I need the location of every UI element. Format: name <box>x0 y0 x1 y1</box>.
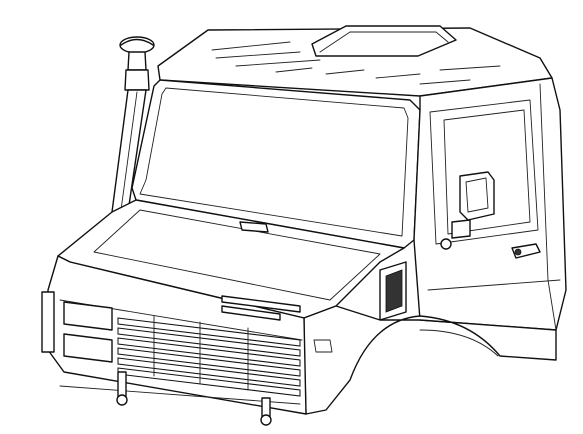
windshield <box>131 79 421 249</box>
snorkel-collar <box>124 69 150 91</box>
side-mirror-glass <box>465 177 489 213</box>
cab-side <box>413 77 567 331</box>
grille-bottom-line <box>59 385 301 405</box>
front-face <box>41 255 307 415</box>
grille-slats <box>117 315 301 397</box>
roof-ribs-left <box>211 41 321 67</box>
left-mount-pin-foot <box>116 394 128 406</box>
right-mount-pin-foot <box>260 414 272 426</box>
roof <box>157 25 553 97</box>
side-vent-grille <box>385 269 403 313</box>
mounting-pins <box>116 371 272 426</box>
side-vent <box>379 261 407 321</box>
side-mirror <box>459 171 495 221</box>
door-rear-edge <box>539 83 557 331</box>
door-window-inner <box>443 109 531 235</box>
left-headlight <box>63 301 113 331</box>
front-fender <box>303 305 557 415</box>
fender <box>303 305 557 415</box>
mirror-mount-bolt <box>440 238 452 250</box>
mirror-bracket <box>451 219 471 239</box>
roof-hatch-rim <box>319 31 449 53</box>
roof-ribs-right <box>275 65 501 85</box>
snorkel <box>111 36 155 213</box>
front-bumper-edge <box>41 291 55 353</box>
left-fog-light <box>63 333 113 363</box>
emblem-bar-lower <box>221 305 281 321</box>
snorkel-cap-dome <box>120 38 154 46</box>
emblem-bar-upper <box>221 295 301 313</box>
left-mount-pin <box>117 371 127 399</box>
door-lower-line <box>427 279 561 291</box>
hood-latch <box>239 221 269 233</box>
windshield-glass <box>139 87 409 237</box>
hood-top-surface <box>93 209 381 301</box>
wheel-arch-lip <box>419 329 499 357</box>
fender-light <box>313 339 333 353</box>
snorkel-neck <box>127 51 147 71</box>
snorkel-pipe-line <box>120 91 138 211</box>
door-lock <box>514 248 522 256</box>
door-window <box>429 99 539 245</box>
